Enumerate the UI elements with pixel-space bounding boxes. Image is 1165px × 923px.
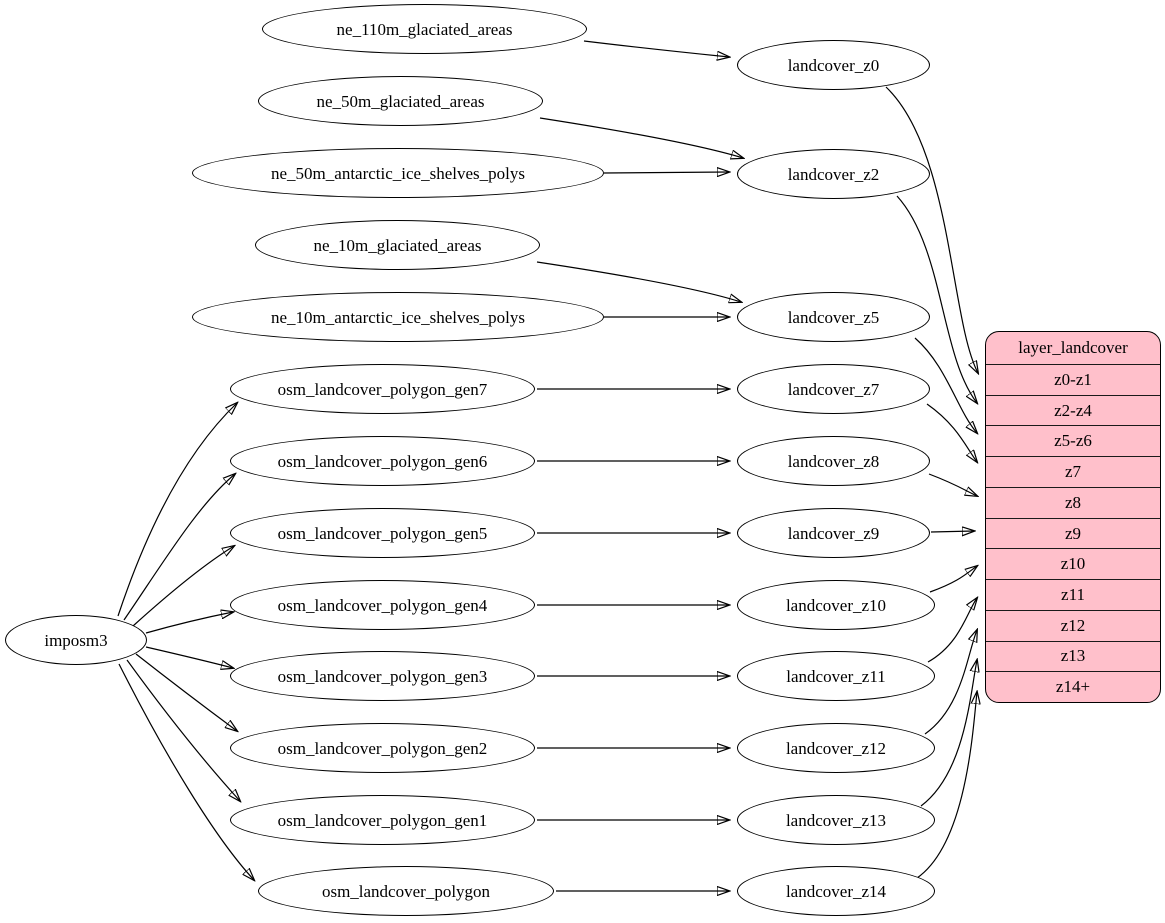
table-row-z5-z6: z5-z6: [986, 425, 1160, 456]
node-label: osm_landcover_polygon_gen5: [277, 523, 488, 543]
node-label: landcover_z12: [785, 738, 887, 758]
edge-z13-to-row-z13: [920, 660, 977, 807]
node-label: osm_landcover_polygon_gen1: [277, 810, 488, 830]
node-label: ne_50m_glaciated_areas: [316, 91, 485, 111]
edge-ne10m-glaciated-to-z5: [536, 261, 741, 302]
node-label: osm_landcover_polygon_gen2: [277, 738, 488, 758]
edge-imposm3-to-polygon: [118, 663, 254, 880]
node-landcover-z5: landcover_z5: [737, 292, 930, 342]
node-osm-landcover-polygon-gen2: osm_landcover_polygon_gen2: [230, 723, 535, 773]
edge-imposm3-to-gen2: [135, 653, 237, 731]
node-label: ne_110m_glaciated_areas: [336, 19, 513, 39]
node-landcover-z2: landcover_z2: [737, 149, 930, 199]
node-label: landcover_z7: [787, 379, 880, 399]
edge-z12-to-row-z12: [924, 630, 977, 735]
node-label: landcover_z5: [787, 307, 880, 327]
table-row-z7: z7: [986, 456, 1160, 487]
node-label: landcover_z0: [787, 55, 880, 75]
node-ne-50m-glaciated-areas: ne_50m_glaciated_areas: [258, 76, 543, 126]
node-osm-landcover-polygon: osm_landcover_polygon: [258, 866, 554, 916]
table-row-z0-z1: z0-z1: [986, 364, 1160, 395]
edge-z5-to-row-z5-z6: [914, 337, 977, 433]
edge-imposm3-to-gen1: [126, 659, 240, 801]
node-landcover-z10: landcover_z10: [737, 580, 935, 630]
table-layer-landcover: layer_landcover z0-z1 z2-z4 z5-z6 z7 z8 …: [985, 331, 1161, 703]
edge-z9-to-row-z9: [930, 531, 974, 532]
edge-z2-to-row-z2-z4: [896, 195, 977, 403]
node-imposm3: imposm3: [5, 615, 147, 665]
node-label: landcover_z11: [786, 666, 886, 686]
edge-z0-to-row-z0-z1: [885, 86, 978, 373]
edge-imposm3-to-gen4: [145, 612, 233, 634]
node-landcover-z9: landcover_z9: [737, 508, 930, 558]
node-osm-landcover-polygon-gen3: osm_landcover_polygon_gen3: [230, 651, 535, 701]
table-row-z14plus: z14+: [986, 671, 1160, 702]
edge-z14-to-row-z14plus: [916, 692, 977, 879]
node-label: landcover_z9: [787, 523, 880, 543]
table-row-z10: z10: [986, 548, 1160, 579]
table-row-z8: z8: [986, 486, 1160, 518]
edge-z11-to-row-z11: [927, 598, 977, 663]
node-ne-10m-antarctic-ice-shelves-polys: ne_10m_antarctic_ice_shelves_polys: [192, 292, 604, 342]
node-label: ne_10m_antarctic_ice_shelves_polys: [271, 307, 525, 327]
node-landcover-z14: landcover_z14: [737, 866, 935, 916]
table-row-z9: z9: [986, 517, 1160, 549]
edge-z8-to-row-z8: [928, 473, 977, 496]
edge-imposm3-to-gen3: [145, 646, 233, 668]
edge-imposm3-to-gen6: [123, 474, 235, 621]
node-label: osm_landcover_polygon: [321, 881, 491, 901]
node-label: landcover_z8: [787, 451, 880, 471]
node-label: landcover_z2: [787, 164, 880, 184]
node-landcover-z0: landcover_z0: [737, 40, 930, 90]
node-label: ne_50m_antarctic_ice_shelves_polys: [271, 163, 525, 183]
node-landcover-z12: landcover_z12: [737, 723, 935, 773]
node-label: osm_landcover_polygon_gen7: [277, 379, 488, 399]
node-osm-landcover-polygon-gen6: osm_landcover_polygon_gen6: [230, 436, 535, 486]
node-landcover-z11: landcover_z11: [737, 651, 935, 701]
node-label: ne_10m_glaciated_areas: [313, 235, 482, 255]
node-label: osm_landcover_polygon_gen4: [277, 595, 488, 615]
node-label: osm_landcover_polygon_gen6: [277, 451, 488, 471]
node-osm-landcover-polygon-gen5: osm_landcover_polygon_gen5: [230, 508, 535, 558]
table-row-z2-z4: z2-z4: [986, 394, 1160, 426]
node-osm-landcover-polygon-gen4: osm_landcover_polygon_gen4: [230, 580, 535, 630]
table-row-z13: z13: [986, 640, 1160, 672]
node-ne-110m-glaciated-areas: ne_110m_glaciated_areas: [262, 4, 587, 54]
node-label: osm_landcover_polygon_gen3: [277, 666, 488, 686]
node-landcover-z7: landcover_z7: [737, 364, 930, 414]
edge-ne50m-glaciated-to-z2: [539, 117, 743, 158]
node-landcover-z13: landcover_z13: [737, 795, 935, 845]
table-row-z11: z11: [986, 579, 1160, 610]
node-landcover-z8: landcover_z8: [737, 436, 930, 486]
node-label: landcover_z14: [785, 881, 887, 901]
edge-ne50m-antarctic-to-z2: [603, 172, 729, 173]
node-label: imposm3: [44, 630, 108, 650]
edge-z10-to-row-z10: [929, 566, 977, 593]
node-osm-landcover-polygon-gen7: osm_landcover_polygon_gen7: [230, 364, 535, 414]
edge-ne110m-glaciated-to-z0: [583, 40, 729, 57]
node-osm-landcover-polygon-gen1: osm_landcover_polygon_gen1: [230, 795, 535, 845]
table-row-z12: z12: [986, 609, 1160, 641]
edge-z7-to-row-z7: [926, 403, 977, 462]
node-ne-10m-glaciated-areas: ne_10m_glaciated_areas: [255, 220, 540, 270]
edge-imposm3-to-gen5: [132, 546, 234, 627]
node-label: landcover_z13: [785, 810, 887, 830]
node-label: landcover_z10: [785, 595, 887, 615]
table-header: layer_landcover: [1018, 338, 1128, 357]
edge-imposm3-to-gen7: [117, 403, 237, 617]
node-ne-50m-antarctic-ice-shelves-polys: ne_50m_antarctic_ice_shelves_polys: [192, 148, 604, 198]
